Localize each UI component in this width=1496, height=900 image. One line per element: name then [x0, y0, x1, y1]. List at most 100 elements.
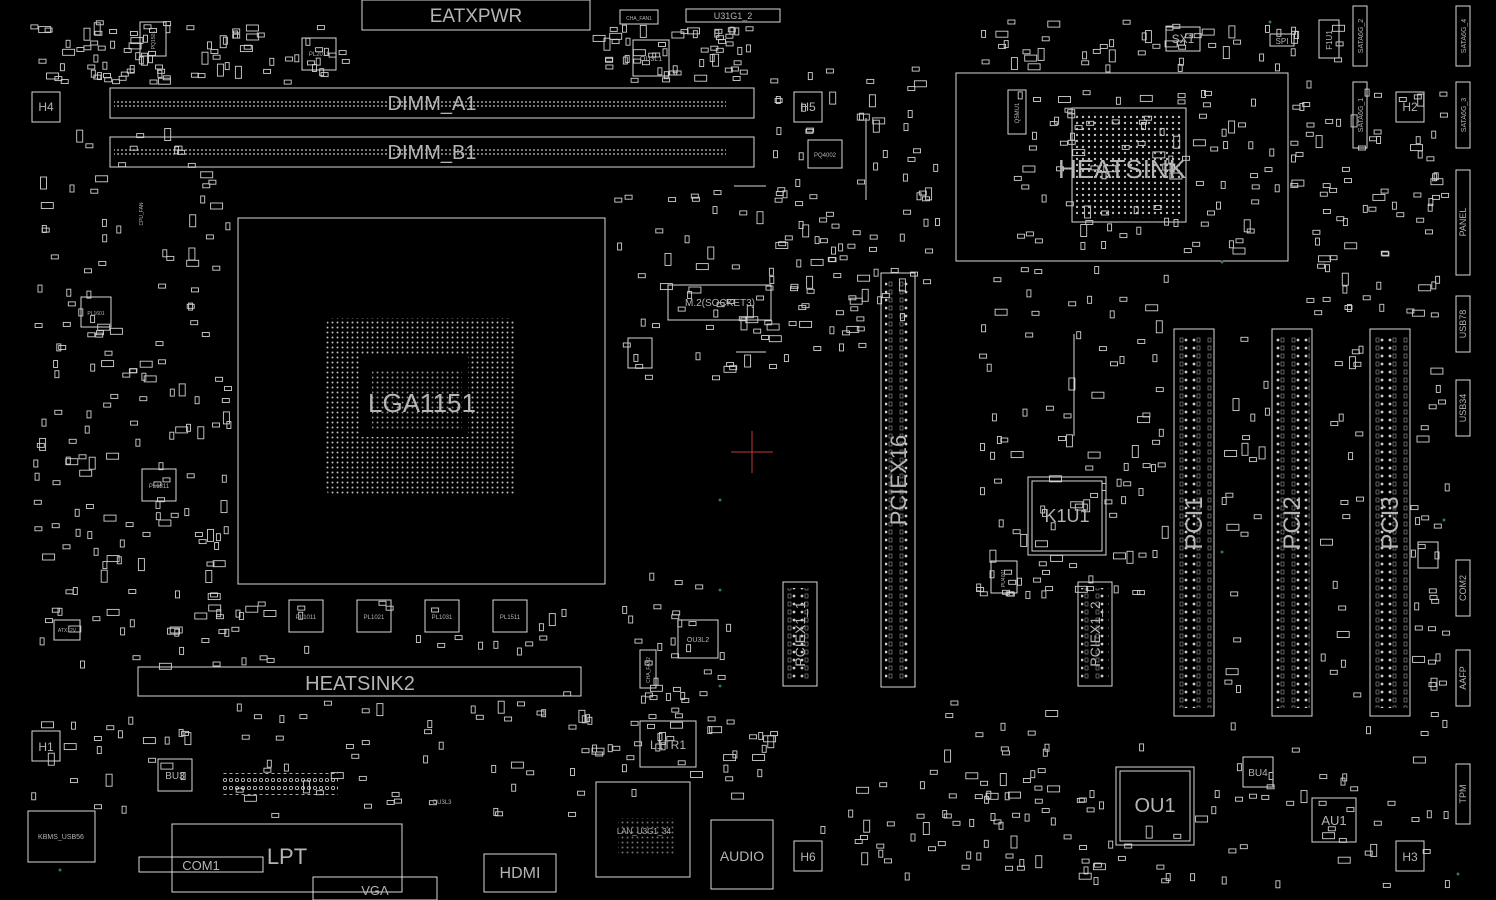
smd-component: [1225, 492, 1234, 498]
tpm-header: [1455, 763, 1471, 825]
smd-component: [1074, 503, 1088, 511]
smd-component: [1076, 331, 1082, 340]
smd-component: [112, 79, 121, 85]
smd-component: [1235, 238, 1244, 244]
smd-component: [424, 729, 433, 735]
smd-component: [945, 713, 954, 719]
smd-component: [563, 691, 572, 697]
smd-component: [1344, 305, 1353, 310]
smd-component: [1342, 285, 1348, 294]
smd-component: [1104, 499, 1113, 505]
smd-component: [94, 804, 102, 810]
smd-component: [1067, 113, 1076, 119]
smd-component: [110, 40, 116, 49]
smd-component: [1110, 361, 1118, 367]
smd-component: [241, 657, 247, 666]
smd-component: [1341, 166, 1350, 172]
smd-component: [990, 451, 996, 460]
smd-component: [219, 35, 227, 49]
smd-component: [872, 117, 886, 125]
smd-component: [1182, 155, 1190, 161]
smd-component: [38, 26, 52, 34]
smd-component: [609, 32, 623, 40]
smd-component: [1137, 339, 1146, 344]
smd-component: [1013, 175, 1022, 181]
smd-component: [221, 398, 230, 403]
smd-component: [345, 744, 354, 749]
smd-component: [1238, 122, 1246, 128]
smd-component: [1126, 550, 1134, 564]
smd-component: [1092, 863, 1106, 871]
label-sx1: SX1: [1172, 32, 1195, 46]
mount-hole-h5: [793, 91, 823, 123]
smd-component: [1123, 481, 1132, 487]
smd-component: [848, 809, 854, 818]
smd-component: [1041, 194, 1047, 203]
smd-component: [1228, 240, 1234, 249]
smd-component: [62, 48, 76, 56]
smd-component: [1329, 255, 1338, 261]
smd-component: [773, 150, 778, 159]
smd-component: [1330, 421, 1339, 427]
smd-component: [78, 308, 84, 317]
smd-component: [923, 279, 932, 285]
label-heatsink: HEATSINK: [1058, 154, 1187, 184]
smd-component: [358, 775, 367, 781]
smd-component: [1235, 796, 1243, 802]
smd-component: [1364, 850, 1373, 856]
smd-component: [1428, 626, 1436, 632]
smd-component: [1192, 241, 1201, 247]
smd-component: [1426, 810, 1432, 819]
smd-component: [175, 426, 189, 434]
smd-component: [1335, 41, 1344, 47]
smd-component: [703, 669, 712, 675]
smd-component: [1320, 538, 1333, 546]
smd-component: [828, 257, 837, 263]
smd-component: [186, 303, 195, 309]
smd-component: [603, 37, 611, 51]
smd-component: [688, 621, 697, 627]
smd-component: [1072, 149, 1086, 157]
smd-component: [1411, 817, 1420, 822]
smd-component: [1226, 523, 1240, 531]
smd-component: [1314, 310, 1323, 316]
smd-component: [163, 21, 172, 27]
label-ou3l1: OU3L1: [640, 56, 662, 63]
smd-component: [37, 284, 43, 293]
heatsink2-outline: [137, 666, 582, 697]
smd-component: [1312, 229, 1321, 235]
label-m2: M.2(SOCKET3): [685, 298, 755, 309]
smd-component: [1356, 496, 1364, 502]
smd-component: [1430, 367, 1444, 375]
smd-component: [1357, 145, 1366, 151]
smd-component: [570, 768, 575, 776]
smd-component: [269, 57, 275, 66]
smd-component: [194, 396, 200, 405]
pciex1-1-slot: [782, 581, 818, 687]
smd-component: [1177, 93, 1186, 99]
smd-component: [215, 614, 224, 620]
smd-component: [687, 291, 693, 299]
smd-component: [1005, 865, 1014, 871]
smd-component: [709, 726, 723, 734]
smd-component: [76, 129, 84, 143]
smd-component: [868, 94, 876, 108]
smd-component: [212, 54, 221, 60]
smd-component: [998, 519, 1004, 528]
smd-component: [225, 222, 231, 231]
smd-component: [655, 743, 661, 752]
smd-component: [275, 735, 284, 741]
smd-component: [179, 646, 185, 655]
smd-component: [1169, 164, 1175, 173]
smd-component: [428, 800, 437, 806]
smd-component: [568, 724, 577, 730]
smd-component: [1410, 144, 1423, 152]
smd-component: [699, 691, 708, 697]
smd-component: [74, 508, 80, 517]
smd-component: [1428, 198, 1434, 207]
smd-component: [1414, 625, 1423, 631]
smd-component: [246, 33, 260, 41]
smd-component: [1190, 873, 1196, 882]
smd-component: [1168, 155, 1174, 164]
smd-component: [561, 608, 567, 617]
